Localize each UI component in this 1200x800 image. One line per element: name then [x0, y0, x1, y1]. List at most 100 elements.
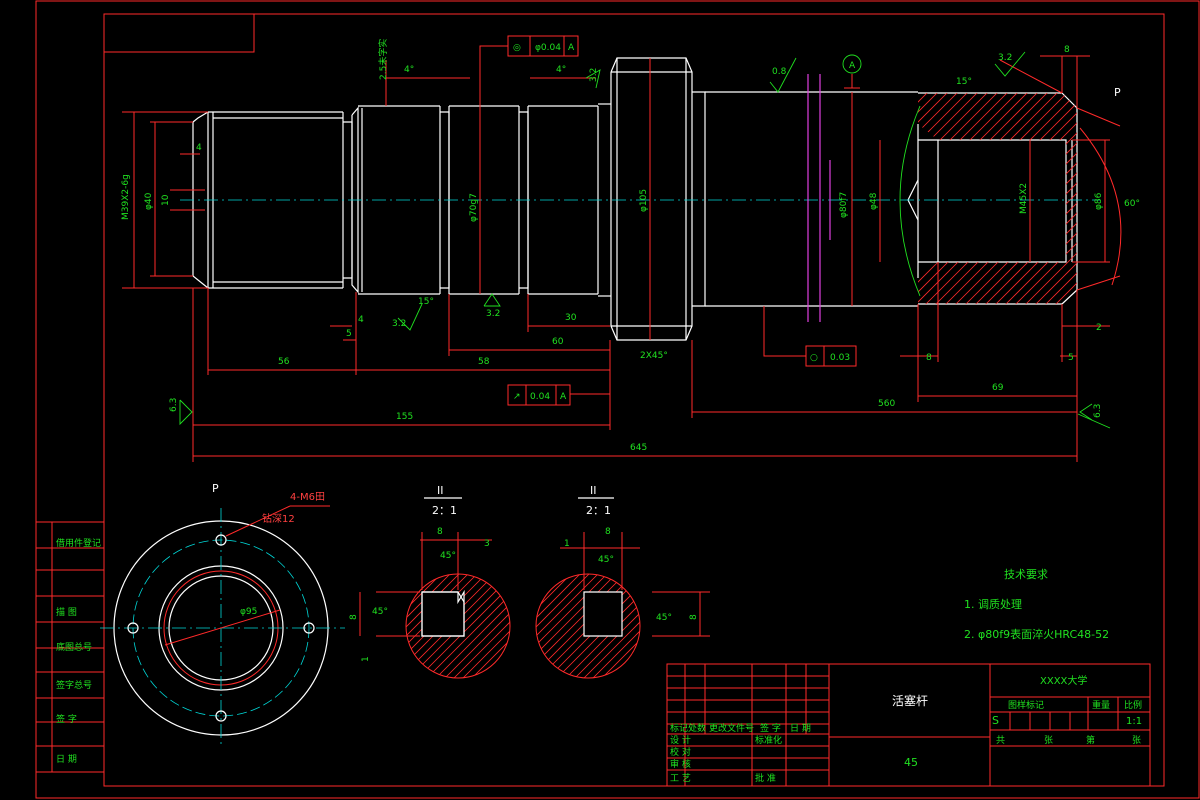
section-detail-1: II 2：1 8 3 45° 45° 8 1 [290, 484, 511, 680]
strip-label-2: 描 图 [56, 606, 77, 618]
approve-label: 批 准 [755, 772, 776, 784]
view-p-indicator: P [1114, 86, 1121, 99]
tol-right-symbol: ○ [810, 353, 818, 363]
view-p-depth: 钻深12 [262, 512, 295, 525]
dim-thread-left: M39X2-6g [121, 174, 131, 220]
sec1-scale: 2：1 [432, 504, 457, 517]
ra-63-left: 6.3 [169, 398, 179, 412]
tol-left-symbol: ↗ [513, 392, 521, 402]
hatch-line [536, 574, 594, 678]
part-name: 活塞杆 [892, 693, 928, 708]
hatch-line [918, 93, 971, 304]
hatch-line [406, 574, 428, 678]
sec1-side-1: 1 [361, 656, 371, 662]
view-p-diam: φ95 [240, 607, 257, 617]
hatch-line [536, 574, 612, 678]
stage-label: 图样标记 [1008, 699, 1044, 711]
dim-diam-86: φ86 [1094, 192, 1104, 210]
tol-top-value: φ0.04 [535, 43, 561, 53]
hatch-line [536, 574, 567, 678]
hatch-line [918, 93, 981, 304]
hatch-line [1029, 93, 1077, 304]
dim-len-5-right: 5 [1068, 353, 1074, 363]
hatch-line [989, 93, 1077, 304]
hatch-line [406, 574, 419, 678]
sign-row-2: 校 对 [670, 746, 691, 758]
dim-diam-70: φ70g7 [469, 193, 479, 222]
dim-len-4-left: 4 [358, 315, 364, 325]
sheets-total: 共 [996, 735, 1005, 746]
dim-d-4: 4 [196, 143, 202, 153]
rev-col-5: 日 期 [790, 723, 811, 734]
dim-len-8-top: 8 [1064, 45, 1070, 55]
magenta-marks [807, 74, 831, 322]
sec2-offset: 1 [564, 539, 570, 549]
piston-rod-outline [192, 57, 1078, 341]
tech-item-2: 2. φ80f9表面淬火HRC48-52 [964, 627, 1109, 641]
drawing-frame [35, 0, 1200, 799]
hatch-line [581, 574, 640, 678]
ra-32-bottom: 3.2 [486, 309, 500, 319]
hatch-line [536, 574, 621, 678]
hatch-line [918, 93, 1001, 304]
dim-len-58: 58 [478, 357, 490, 367]
tolerance-frame-right: ○ 0.03 [805, 345, 857, 367]
dim-diam-48: φ48 [869, 192, 879, 210]
tech-item-1: 1. 调质处理 [964, 598, 1022, 611]
dim-chamfer-bottom: 2X45° [640, 351, 668, 361]
std-label: 标准化 [755, 734, 782, 746]
left-strip: 借用件登记 描 图 底图总号 签字总号 签 字 日 期 [35, 521, 105, 773]
dim-roughness-top: 2.5未字实 [377, 39, 389, 80]
hatch-line [451, 574, 510, 678]
hatch-line [478, 574, 510, 678]
sec1-width: 8 [437, 527, 443, 537]
ra-63-right: 6.3 [1093, 404, 1103, 418]
hatch-line [406, 574, 464, 678]
technical-requirements: 技术要求 1. 调质处理 2. φ80f9表面淬火HRC48-52 [964, 568, 1109, 641]
weight-label: 重量 [1092, 699, 1110, 711]
scale-value: 1:1 [1126, 716, 1142, 727]
dim-len-69: 69 [992, 383, 1004, 393]
view-p-flange: P 4-M6田 钻深12 φ95 [100, 482, 345, 745]
hatch-line [572, 574, 640, 678]
sec1-title: II [437, 484, 444, 497]
hatch-line [290, 570, 400, 680]
ra-32-top: 3.2 [589, 68, 599, 82]
sec2-angle-top: 45° [598, 555, 614, 565]
ra-32-left: 3.2 [392, 319, 406, 329]
dim-angle-right: 4° [556, 65, 566, 75]
sec1-angle-top: 45° [440, 551, 456, 561]
strip-label-5: 签 字 [56, 713, 77, 725]
sign-row-1: 设 计 [670, 734, 691, 746]
rev-col-3: 更改文件号 [709, 722, 754, 734]
sign-row-3: 审 核 [670, 758, 691, 770]
dim-angle-60: 60° [1124, 199, 1140, 209]
dim-chamfer-right: 15° [956, 77, 972, 87]
sign-row-4: 工 艺 [670, 773, 691, 784]
sec2-scale: 2：1 [586, 504, 611, 517]
ra-08: 0.8 [772, 67, 787, 77]
dim-chamfer-left: 15° [418, 297, 434, 307]
hatch-line [406, 574, 446, 678]
rev-col-1: 标记 [670, 722, 688, 734]
dim-len-645: 645 [630, 443, 647, 453]
sheet-no: 第 [1086, 734, 1095, 746]
hatch-line [406, 574, 437, 678]
rev-col-4: 签 字 [760, 722, 781, 734]
tol-top-symbol: ◎ [513, 43, 521, 53]
hatch-line [918, 93, 961, 304]
sec2-title: II [590, 484, 597, 497]
sec2-angle-side: 45° [656, 613, 672, 623]
datum-a-label: A [849, 61, 856, 71]
dim-len-8: 8 [926, 353, 932, 363]
strip-label-1: 借用件登记 [56, 537, 101, 549]
hatch-line [1039, 93, 1077, 304]
dim-angle-left: 4° [404, 65, 414, 75]
hatch-line [1009, 93, 1077, 304]
roughness-marks [179, 51, 1111, 429]
dim-len-560: 560 [878, 399, 895, 409]
dim-len-30: 30 [565, 313, 577, 323]
sec2-depth: 8 [689, 614, 699, 620]
tol-left-value: 0.04 [530, 392, 550, 402]
hatch-line [487, 574, 510, 678]
